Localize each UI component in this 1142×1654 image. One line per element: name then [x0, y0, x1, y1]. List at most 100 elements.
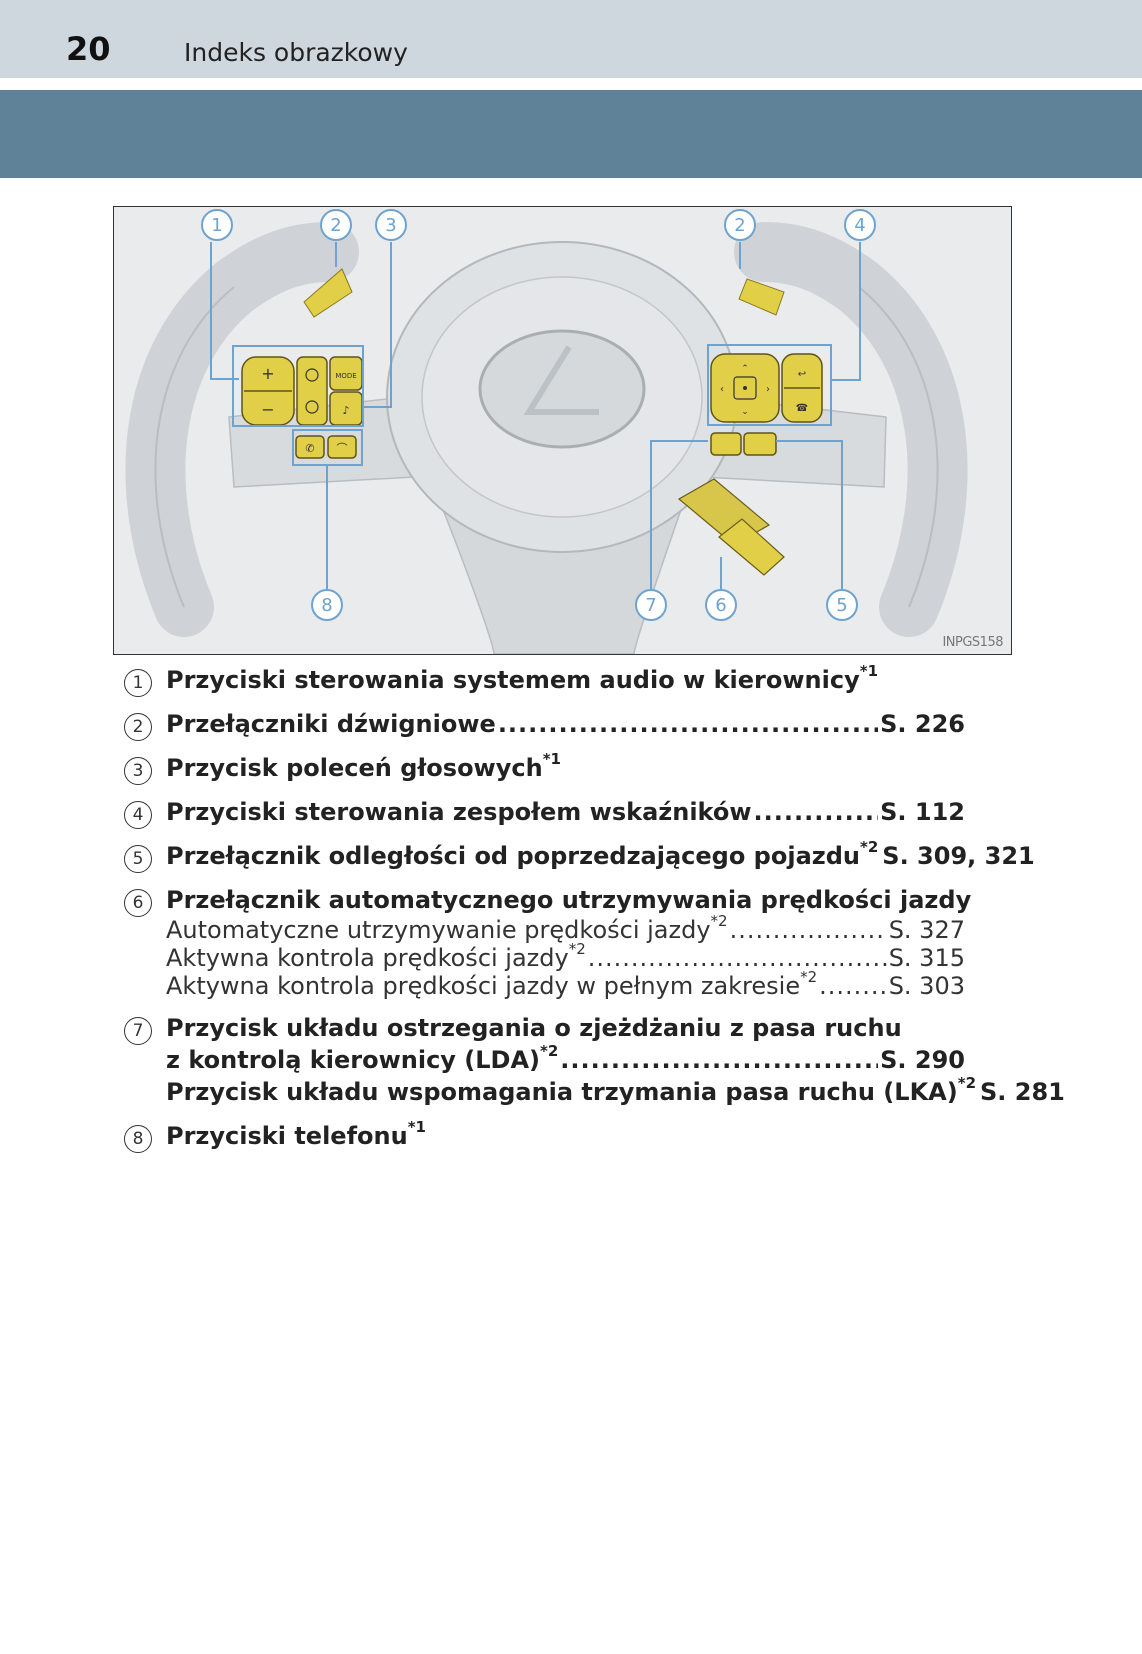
- legend-number: 8: [124, 1125, 152, 1153]
- svg-text:⌄: ⌄: [741, 407, 749, 417]
- legend-text: Przełącznik automatycznego utrzymywania …: [166, 886, 972, 914]
- callout-7: 7: [635, 589, 667, 621]
- legend-line: Przełączniki dźwigniowe S. 226: [166, 708, 965, 740]
- svg-text:⌒: ⌒: [337, 442, 348, 455]
- callout-5: 5: [826, 589, 858, 621]
- section-band: [0, 90, 1142, 178]
- footnote-marker: *2: [860, 838, 879, 856]
- page-reference: S. 327: [888, 916, 965, 944]
- leader-dots: [754, 796, 879, 828]
- legend-number: 4: [124, 801, 152, 829]
- svg-text:›: ›: [766, 384, 770, 395]
- legend-text: Przycisk układu wspomagania trzymania pa…: [166, 1074, 976, 1107]
- callout-3: 3: [375, 209, 407, 241]
- footnote-marker: *1: [407, 1118, 426, 1136]
- callout-2-right: 2: [724, 209, 756, 241]
- legend-number: 5: [124, 845, 152, 873]
- footnote-marker: *2: [710, 912, 728, 930]
- legend-text: Przycisk poleceń głosowych*1: [166, 750, 561, 783]
- legend-line: Przycisk poleceń głosowych*1: [166, 752, 965, 784]
- svg-text:7: 7: [645, 595, 656, 616]
- legend-line: Przełącznik odległości od poprzedzająceg…: [166, 838, 1035, 872]
- callout-2-left: 2: [320, 209, 352, 241]
- page-reference: S. 112: [880, 798, 965, 826]
- legend-line: Automatyczne utrzymywanie prędkości jazd…: [166, 912, 965, 945]
- footnote-marker: *2: [568, 940, 586, 958]
- svg-text:5: 5: [836, 595, 847, 616]
- legend-text: Aktywna kontrola prędkości jazdy w pełny…: [166, 968, 818, 1001]
- callout-1: 1: [201, 209, 233, 241]
- legend-number: 6: [124, 889, 152, 917]
- figure-code: INPGS158: [942, 635, 1003, 650]
- legend-text: Przełączniki dźwigniowe: [166, 710, 496, 738]
- legend-text: Aktywna kontrola prędkości jazdy*2: [166, 940, 586, 973]
- footnote-marker: *1: [542, 750, 561, 768]
- legend-line: Przycisk układu ostrzegania o zjeżdżaniu…: [166, 1012, 965, 1044]
- legend-line: Aktywna kontrola prędkości jazdy*2 S. 315: [166, 940, 965, 973]
- legend-text: Przełącznik odległości od poprzedzająceg…: [166, 838, 879, 871]
- page-reference: S. 315: [888, 944, 965, 972]
- legend-line: Przycisk układu wspomagania trzymania pa…: [166, 1076, 1065, 1108]
- callout-4: 4: [844, 209, 876, 241]
- footnote-marker: *2: [800, 968, 818, 986]
- legend-line: Przyciski telefonu*1: [166, 1120, 965, 1152]
- legend-number: 1: [124, 669, 152, 697]
- svg-text:3: 3: [385, 215, 396, 236]
- svg-text:8: 8: [321, 595, 332, 616]
- legend-item: 8 Przyciski telefonu*1: [120, 1120, 965, 1153]
- leader-dots: [498, 708, 878, 740]
- legend-line: Przyciski sterowania zespołem wskaźników…: [166, 796, 965, 828]
- leader-dots: [730, 916, 887, 944]
- legend-text: Przyciski sterowania systemem audio w ki…: [166, 662, 879, 695]
- leader-dots: [588, 944, 887, 972]
- legend-text: Przyciski sterowania zespołem wskaźników: [166, 798, 752, 826]
- legend-line: Przyciski sterowania systemem audio w ki…: [166, 664, 965, 696]
- page-reference: S. 226: [880, 710, 965, 738]
- callout-8: 8: [311, 589, 343, 621]
- svg-text:2: 2: [330, 215, 341, 236]
- volume-down-mark: −: [261, 400, 274, 419]
- legend-line: Przełącznik automatycznego utrzymywania …: [166, 884, 971, 916]
- leader-dots: [819, 972, 887, 1000]
- legend-number: 3: [124, 757, 152, 785]
- svg-text:✆: ✆: [305, 442, 314, 455]
- svg-text:♪: ♪: [342, 404, 349, 417]
- legend-text: z kontrolą kierownicy (LDA)*2: [166, 1042, 559, 1075]
- page-number: 20: [66, 30, 111, 68]
- header-bar: 20 Indeks obrazkowy: [0, 0, 1142, 78]
- legend-item: 3 Przycisk poleceń głosowych*1: [120, 752, 965, 785]
- footnote-marker: *2: [540, 1042, 559, 1060]
- page-reference: S. 290: [880, 1046, 965, 1074]
- svg-text:☎: ☎: [796, 403, 808, 414]
- leader-dots: [560, 1044, 878, 1076]
- steering-wheel-illustration: + − MODE ♪ ✆ ⌒ ⌃ ⌄ ‹ › ↩ ☎: [114, 207, 1011, 654]
- page-reference: S. 303: [888, 972, 965, 1000]
- legend-item: 1 Przyciski sterowania systemem audio w k…: [120, 664, 965, 697]
- legend-text: Automatyczne utrzymywanie prędkości jazd…: [166, 912, 728, 945]
- svg-text:⌃: ⌃: [741, 364, 749, 374]
- legend-item: 6 Przełącznik automatycznego utrzymywania…: [120, 884, 971, 1001]
- legend-line: z kontrolą kierownicy (LDA)*2 S. 290: [166, 1044, 965, 1076]
- footnote-marker: *2: [957, 1074, 976, 1092]
- legend-item: 2 Przełączniki dźwigniowe S. 226: [120, 708, 965, 741]
- legend-number: 2: [124, 713, 152, 741]
- section-title: Indeks obrazkowy: [184, 38, 408, 67]
- page-reference: S. 309, 321: [882, 842, 1035, 870]
- svg-text:6: 6: [715, 595, 726, 616]
- legend-text: Przycisk układu ostrzegania o zjeżdżaniu…: [166, 1014, 902, 1042]
- svg-text:↩: ↩: [798, 369, 806, 380]
- mode-button-mark: MODE: [335, 372, 356, 380]
- legend-item: 4 Przyciski sterowania zespołem wskaźnikó…: [120, 796, 965, 829]
- steering-wheel-figure: + − MODE ♪ ✆ ⌒ ⌃ ⌄ ‹ › ↩ ☎: [113, 206, 1012, 655]
- legend-item: 5 Przełącznik odległości od poprzedzające…: [120, 838, 1035, 873]
- svg-text:1: 1: [211, 215, 222, 236]
- legend-list: 1 Przyciski sterowania systemem audio w k…: [120, 664, 1065, 1164]
- volume-up-mark: +: [261, 364, 274, 383]
- svg-text:4: 4: [854, 215, 865, 236]
- legend-line: Aktywna kontrola prędkości jazdy w pełny…: [166, 968, 965, 1001]
- footnote-marker: *1: [859, 662, 879, 680]
- legend-text: Przyciski telefonu*1: [166, 1118, 426, 1151]
- svg-text:‹: ‹: [720, 384, 724, 395]
- page-reference: S. 281: [980, 1078, 1065, 1106]
